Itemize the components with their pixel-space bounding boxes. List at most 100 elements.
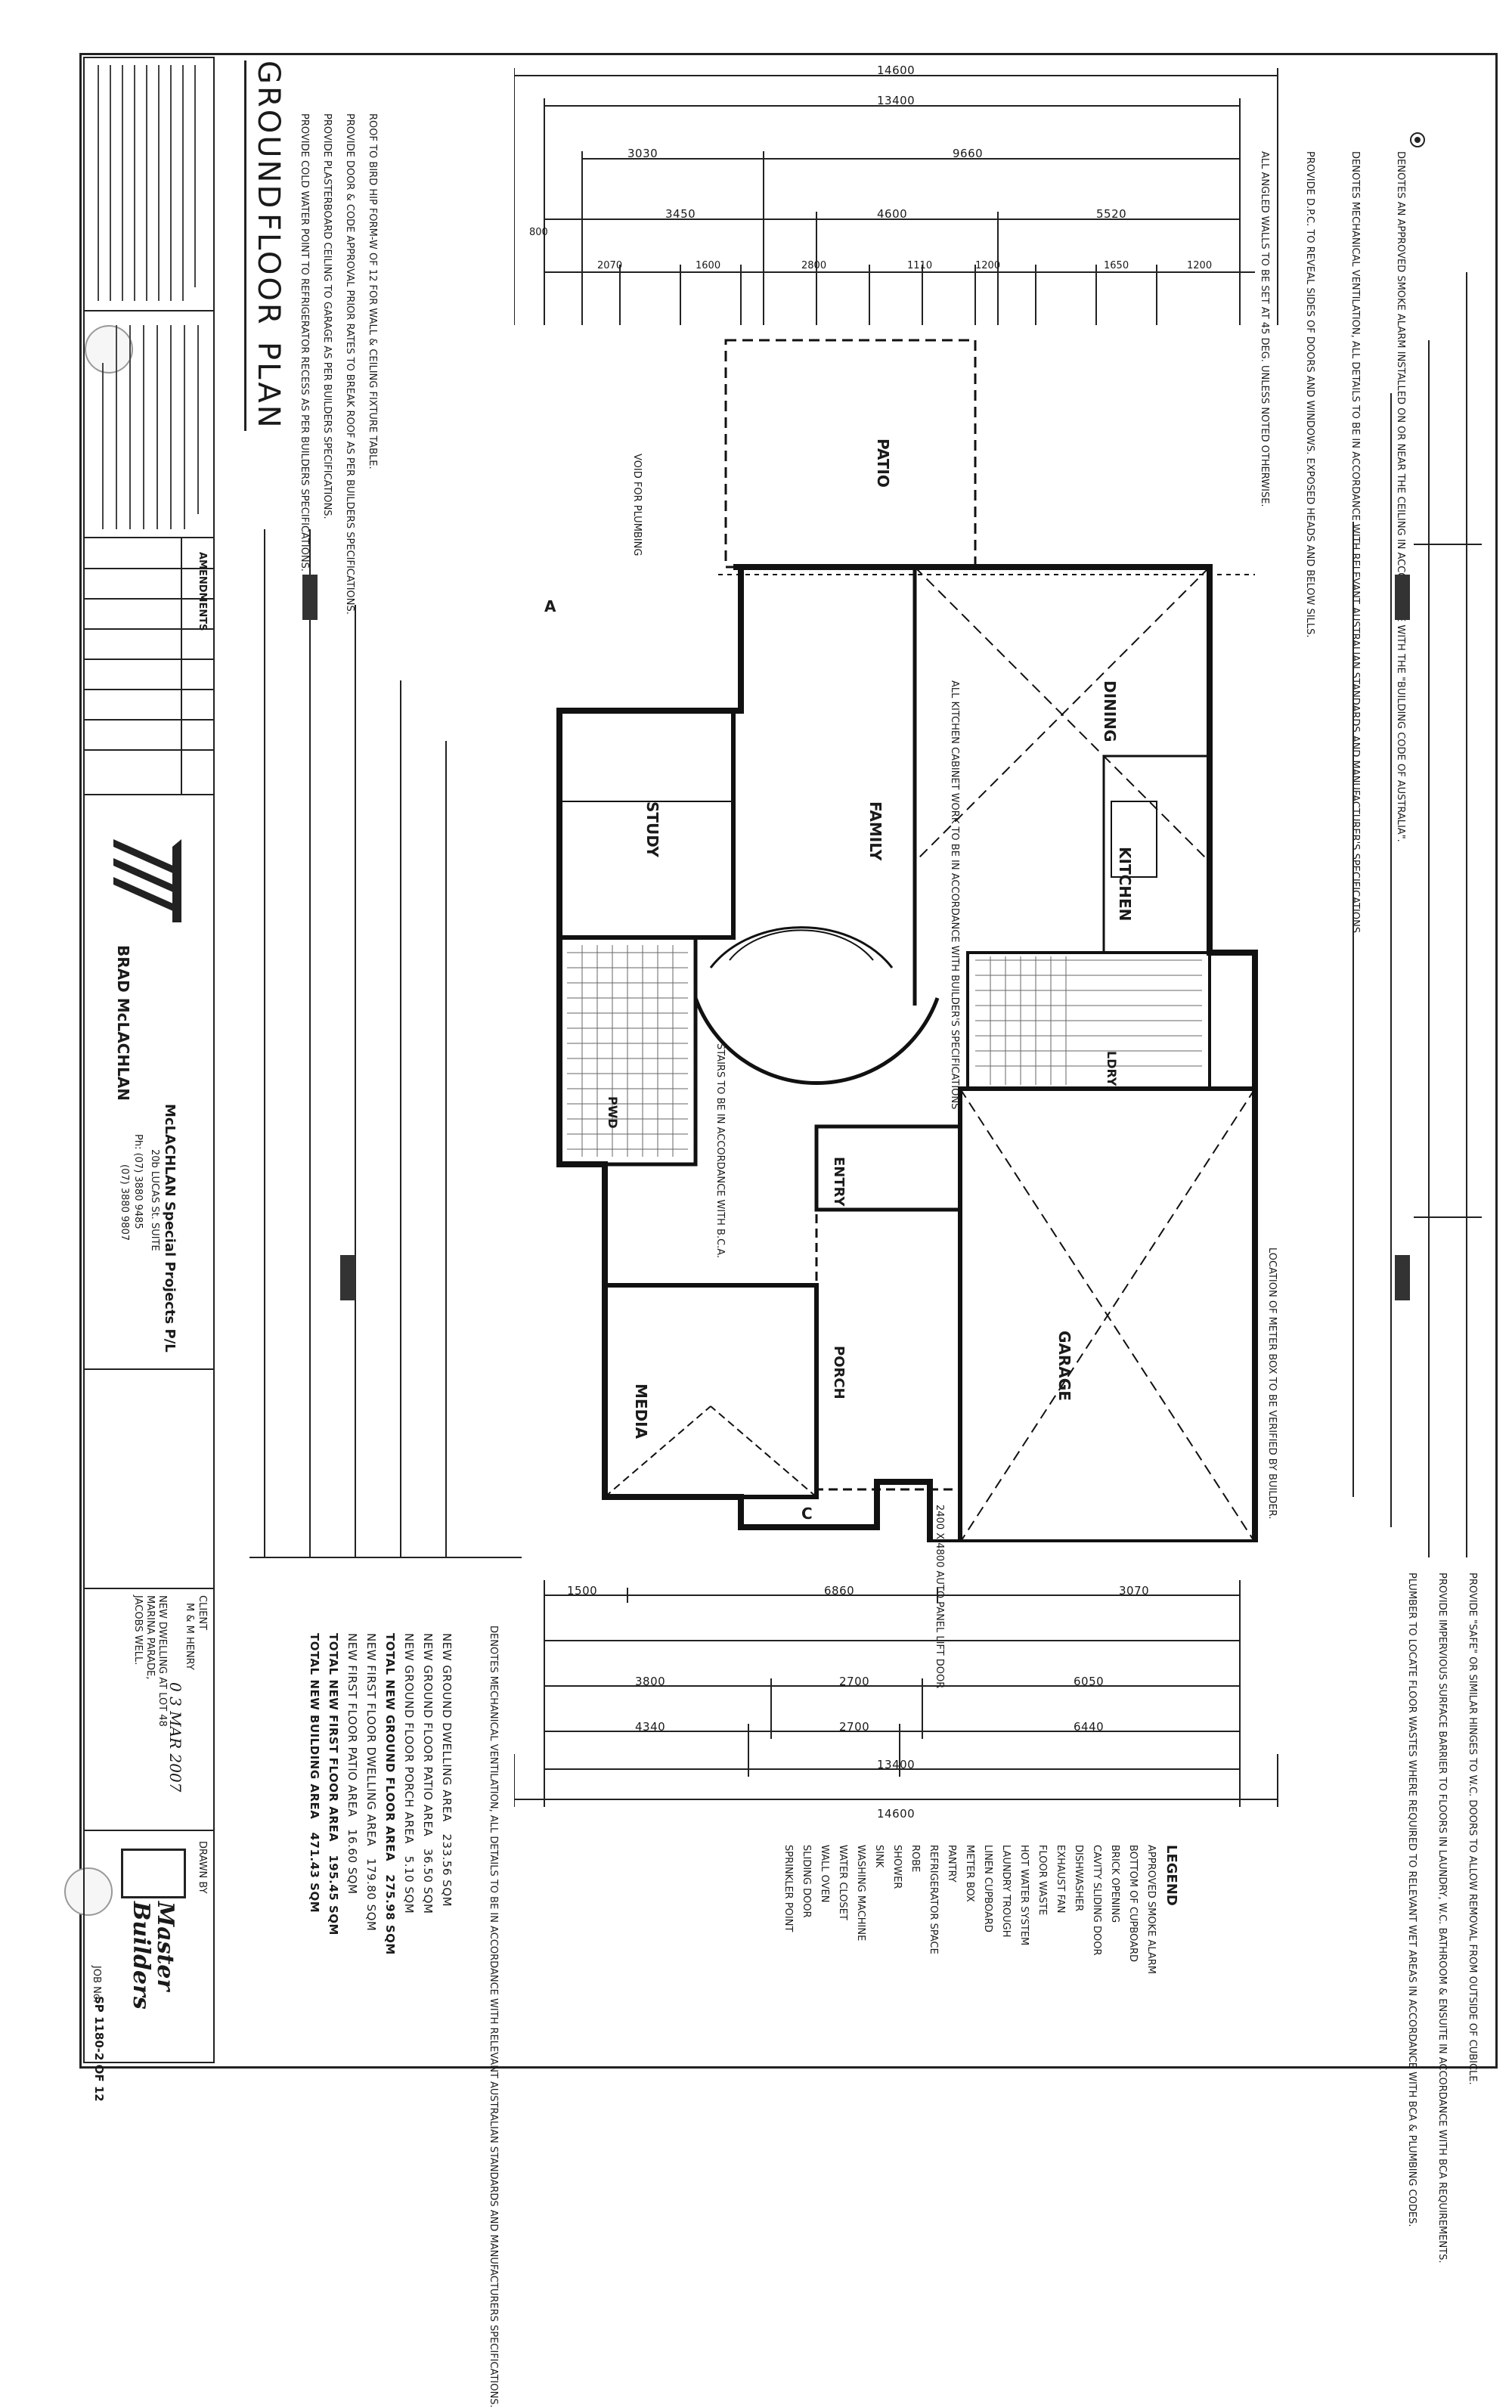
- bottom-dim-c3: 6860: [824, 1584, 855, 1598]
- section-marker-a: A: [544, 597, 556, 615]
- area-row-4: TOTAL NEW GROUND FLOOR AREA 275.98 SQM: [383, 1633, 397, 1955]
- legend-item: LINEN CUPBOARD: [982, 1845, 993, 1932]
- right-note-1: PROVIDE "SAFE" OR SIMILAR HINGES TO W.C.…: [1467, 1573, 1478, 2085]
- area-row-3: NEW GROUND FLOOR PORCH AREA 5.10 SQM: [402, 1633, 416, 1914]
- disclaimer-notes: [102, 325, 199, 529]
- top-dim-a1: 3030: [627, 147, 658, 160]
- top-dimension-chains: [514, 68, 1278, 325]
- top-dim-inner: 13400: [877, 94, 916, 107]
- legend-item: PANTRY: [946, 1845, 957, 1883]
- legend-item: WATER CLOSET: [837, 1845, 848, 1920]
- area-row-1: NEW GROUND DWELLING AREA 233.56 SQM: [440, 1633, 454, 1907]
- drawn-by-label: DRAWN BY: [197, 1841, 208, 1894]
- master-builders-line1: Master: [152, 1901, 178, 1991]
- amendments-label: AMENDMENTS: [197, 552, 208, 631]
- area-note: DENOTES MECHANICAL VENTILATION, ALL DETA…: [488, 1625, 499, 2408]
- area-row-8: TOTAL NEW BUILDING AREA 471.43 SQM: [308, 1633, 321, 1914]
- drawing-sheet: [79, 53, 1498, 2069]
- room-label-patio: PATIO: [874, 439, 892, 488]
- room-label-study: STUDY: [643, 801, 662, 857]
- bottom-dim-b2: 2700: [839, 1675, 870, 1688]
- legend-item: ROBE: [909, 1845, 921, 1873]
- left-note-1: ROOF TO BIRD HIP FORM-W OF 12 FOR WALL &…: [367, 113, 378, 470]
- left-dimension-lines: [249, 529, 522, 1558]
- legend-item: EXHAUST FAN: [1055, 1845, 1066, 1914]
- bottom-dim-a3: 6440: [1074, 1720, 1105, 1734]
- room-label-kitchen: KITCHEN: [1116, 847, 1134, 922]
- legend-item: LAUNDRY TROUGH: [1000, 1845, 1012, 1938]
- bottom-dim-overall: 14600: [877, 1807, 916, 1821]
- sheet-title-line1: GROUND: [251, 60, 286, 211]
- top-dim-c6: 1650: [1104, 260, 1129, 271]
- top-dim-a2: 9660: [953, 147, 984, 160]
- firm-fax: (07) 3880 9807: [119, 1164, 130, 1241]
- top-dim-c4: 1110: [907, 260, 933, 271]
- top-dim-overall: 14600: [877, 64, 916, 77]
- legend-item: DISHWASHER: [1073, 1845, 1084, 1912]
- room-label-media: MEDIA: [632, 1384, 650, 1440]
- area-row-5: NEW FIRST FLOOR DWELLING AREA 179.80 SQM: [364, 1633, 378, 1932]
- meter-note: LOCATION OF METER BOX TO BE VERIFIED BY …: [1266, 1247, 1278, 1520]
- top-dim-c1: 2070: [597, 260, 623, 271]
- punch-hole-top: [85, 325, 133, 373]
- room-label-porch: PORCH: [831, 1346, 847, 1399]
- sheet-title-line2: FLOOR: [251, 213, 286, 327]
- master-builders-line2: Builders: [128, 1901, 154, 2010]
- top-dim-c0: 800: [529, 227, 548, 238]
- legend-item: CAVITY SLIDING DOOR: [1091, 1845, 1102, 1956]
- firm-address: 20b LUCAS St. SUITE: [149, 1149, 160, 1251]
- top-dim-c3: 2800: [801, 260, 827, 271]
- legend-item: WASHING MACHINE: [855, 1845, 866, 1942]
- bottom-dim-c4: 3070: [1119, 1584, 1150, 1598]
- legend-item: SHOWER: [891, 1845, 903, 1889]
- firm-name: McLACHLAN Special Projects P/L: [162, 1104, 178, 1353]
- project-line-3: JACOBS WELL.: [132, 1595, 144, 1666]
- legend-item: WALL OVEN: [819, 1845, 830, 1903]
- project-line-2: MARINA PARADE,: [144, 1595, 156, 1680]
- bottom-dim-a1: 4340: [635, 1720, 666, 1734]
- legend-item: SPRINKLER POINT: [782, 1845, 794, 1932]
- right-note-2: PROVIDE IMPERVIOUS SURFACE BARRIER TO FL…: [1436, 1573, 1448, 2264]
- drawing-date: 0 3 MAR 2007: [166, 1682, 184, 1793]
- left-note-3: PROVIDE PLASTERBOARD CEILING TO GARAGE A…: [321, 113, 333, 519]
- bottom-dim-b1: 3800: [635, 1675, 666, 1688]
- room-label-family: FAMILY: [866, 801, 885, 861]
- room-label-entry: ENTRY: [831, 1157, 847, 1207]
- top-dim-c7: 1200: [1187, 260, 1213, 271]
- legend-item: BOTTOM OF CUPBOARD: [1127, 1845, 1139, 1963]
- legend-item: FLOOR WASTE: [1036, 1845, 1048, 1916]
- room-label-garage: GARAGE: [1055, 1331, 1074, 1401]
- logo-name: BRAD McLACHLAN: [114, 945, 132, 1102]
- title-block: [83, 57, 215, 2063]
- area-row-7: TOTAL NEW FIRST FLOOR AREA 195.45 SQM: [327, 1633, 340, 1935]
- firm-phone: Ph: (07) 3880 9485: [132, 1134, 144, 1229]
- sheet-reference: SP 1180-2 OF 12: [92, 1996, 106, 2102]
- void-plumbing-note: VOID FOR PLUMBING: [631, 454, 643, 556]
- family-note: ALL KITCHEN CABINET WORK TO BE IN ACCORD…: [949, 680, 960, 1110]
- legend-item: APPROVED SMOKE ALARM: [1145, 1845, 1157, 1975]
- room-label-ldry: LDRY: [1105, 1051, 1119, 1086]
- top-dim-b2: 4600: [877, 207, 908, 221]
- master-builders-logo: [121, 1849, 186, 1898]
- section-marker-c: C: [801, 1505, 813, 1523]
- right-dimension-lines: [1352, 272, 1482, 1557]
- room-label-dining: DINING: [1101, 680, 1119, 742]
- bottom-dim-inner: 13400: [877, 1758, 916, 1771]
- bottom-dim-a2: 2700: [839, 1720, 870, 1734]
- firm-logo-icon: [113, 839, 181, 922]
- room-label-pwd: PWD: [606, 1096, 620, 1129]
- bottom-dim-c1: 1500: [567, 1584, 598, 1598]
- legend-item: SLIDING DOOR: [801, 1845, 812, 1918]
- client-label: CLIENT: [197, 1595, 208, 1631]
- area-row-6: NEW FIRST FLOOR PATIO AREA 16.60 SQM: [345, 1633, 359, 1895]
- stair-note: STAIRS TO BE IN ACCORDANCE WITH B.C.A.: [714, 1043, 726, 1259]
- legend-item: REFRIGERATOR SPACE: [928, 1845, 939, 1954]
- client-name: M & M HENRY: [184, 1603, 195, 1670]
- top-dim-c2: 1600: [696, 260, 721, 271]
- legend-item: SINK: [873, 1845, 885, 1868]
- project-line-1: NEW DWELLING AT LOT 48: [156, 1595, 168, 1727]
- top-dim-b3: 5520: [1096, 207, 1127, 221]
- right-note-3: PLUMBER TO LOCATE FLOOR WASTES WHERE REQ…: [1406, 1573, 1418, 2227]
- smoke-alarm-symbol-icon: [1410, 132, 1425, 147]
- legend-title: LEGEND: [1163, 1845, 1179, 1906]
